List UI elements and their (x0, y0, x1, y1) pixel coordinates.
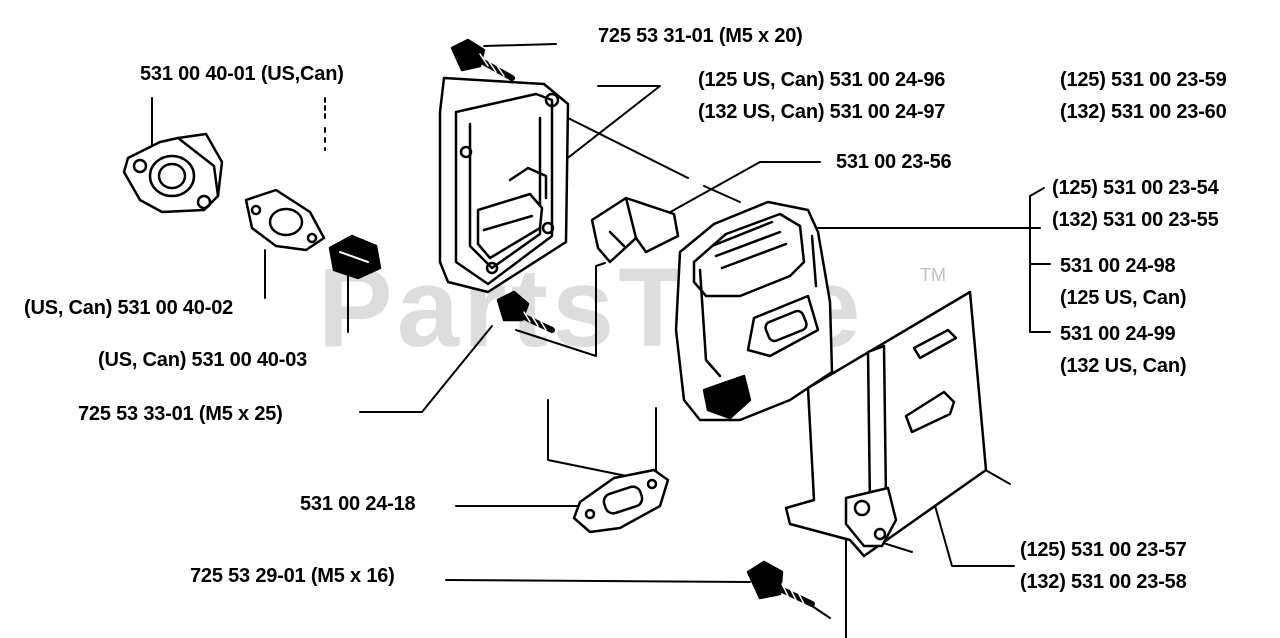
label-plate-132: (132) 531 00 23-58 (1020, 571, 1187, 593)
label-cylinder-132: (132) 531 00 23-55 (1052, 209, 1219, 231)
trademark-mark: TM (920, 265, 946, 285)
leader-screw-m5x20 (483, 43, 557, 47)
label-nut: (US, Can) 531 00 40-03 (98, 349, 308, 371)
label-intake-gasket: 531 00 40-01 (US,Can) (140, 63, 344, 85)
leader-lines (151, 43, 1051, 638)
label-gasket: (US, Can) 531 00 40-02 (24, 297, 234, 319)
label-cylinder-gasket: 531 00 24-18 (300, 493, 416, 515)
screw-top (450, 38, 515, 81)
leader-muffler-axis-2 (703, 185, 741, 203)
label-cylinder-132us-number: 531 00 24-99 (1060, 323, 1176, 345)
intake-gasket (122, 132, 224, 214)
label-muffler-132: (132) 531 00 23-60 (1060, 101, 1227, 123)
screw-bottom (746, 560, 815, 607)
gasket (244, 188, 326, 252)
heat-shield (590, 196, 680, 264)
muffler-cover (438, 76, 570, 294)
leader-muffler-axis (567, 117, 689, 179)
leader-screw-m5x16 (445, 579, 751, 583)
nut (328, 234, 382, 280)
label-heat-shield: 531 00 23-56 (836, 151, 952, 173)
label-muffler-body-125: (125 US, Can) 531 00 24-96 (698, 69, 946, 91)
label-cylinder-132us-note: (132 US, Can) (1060, 355, 1187, 377)
leader-screw-m5x25 (359, 325, 493, 413)
leader-plate (929, 487, 1015, 567)
leader-muffler-body (559, 85, 661, 165)
leader-bracket-tab (879, 541, 913, 553)
cylinder-gasket (572, 468, 670, 534)
label-plate-125: (125) 531 00 23-57 (1020, 539, 1187, 561)
mounting-plate (784, 290, 988, 558)
leader-screw-path (515, 262, 606, 357)
label-muffler-body-132: (132 US, Can) 531 00 24-97 (698, 101, 946, 123)
bracket-cylinder-top (1029, 187, 1045, 197)
label-screw-m5x20: 725 53 31-01 (M5 x 20) (598, 25, 803, 47)
label-cylinder-125: (125) 531 00 23-54 (1052, 177, 1219, 199)
label-screw-m5x25: 725 53 33-01 (M5 x 25) (78, 403, 283, 425)
muffler-body (674, 200, 834, 422)
label-muffler-125: (125) 531 00 23-59 (1060, 69, 1227, 91)
screw-middle (496, 290, 555, 333)
leader-heat-shield (655, 161, 821, 221)
leader-gasket-bracket (547, 399, 657, 483)
label-screw-m5x16: 725 53 29-01 (M5 x 16) (190, 565, 395, 587)
label-cylinder-125us-number: 531 00 24-98 (1060, 255, 1176, 277)
label-cylinder-125us-note: (125 US, Can) (1060, 287, 1187, 309)
